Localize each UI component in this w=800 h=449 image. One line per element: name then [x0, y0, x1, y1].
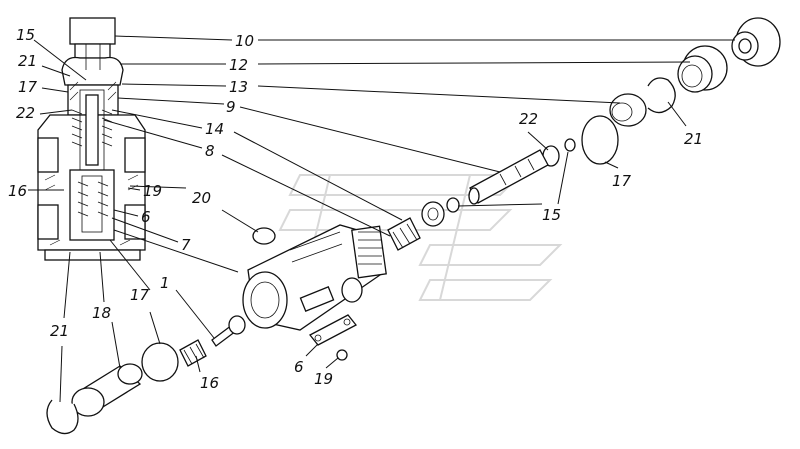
- part-ring-17-right: [581, 115, 619, 165]
- callout-19-lower: 19: [314, 370, 333, 388]
- callout-12: 12: [229, 56, 248, 74]
- part-sleeve-18: [71, 363, 143, 417]
- callout-22-right: 22: [519, 110, 538, 128]
- callout-17-left: 17: [18, 78, 38, 96]
- callout-13: 13: [229, 78, 248, 96]
- callout-17-lower: 17: [130, 286, 150, 304]
- part-ring-17-left: [141, 342, 179, 382]
- exploded-parts: [46, 17, 781, 435]
- section-view: [37, 17, 146, 261]
- part-circlip-21-bottom: [46, 399, 79, 435]
- callout-19-left: 19: [143, 182, 162, 200]
- part-stem-1: [211, 315, 246, 347]
- callout-1: 1: [160, 274, 170, 292]
- callout-16-lower: 16: [200, 374, 219, 392]
- part-body-7: [242, 224, 387, 331]
- callout-21-lower: 21: [50, 322, 69, 340]
- callout-6-left: 6: [141, 208, 151, 226]
- part-ring-22-b: [564, 138, 576, 152]
- callout-7: 7: [181, 236, 191, 254]
- callout-15-left: 15: [16, 26, 35, 44]
- callout-17-right: 17: [612, 172, 632, 190]
- callout-22-left: 22: [16, 104, 35, 122]
- part-cap-10: [731, 17, 781, 67]
- callout-8: 8: [205, 142, 215, 160]
- part-plug-20: [252, 227, 276, 245]
- callout-15-right: 15: [542, 206, 561, 224]
- callout-18: 18: [92, 304, 111, 322]
- callout-labels: 10 12 13 9 14 8 15 21 17 22 16 19 6 20 7…: [8, 26, 703, 392]
- part-rod-9: [468, 149, 549, 205]
- part-washer-15: [421, 197, 460, 227]
- part-screw-19: [336, 349, 348, 361]
- part-seal-13: [609, 93, 647, 127]
- part-gasket-6: [309, 314, 357, 346]
- part-circlip-21-top: [647, 77, 676, 114]
- part-spring-16: [179, 339, 207, 367]
- part-boot-12: [677, 45, 728, 93]
- callout-6-lower: 6: [294, 358, 304, 376]
- callout-21-left: 21: [18, 52, 37, 70]
- part-spring-14: [387, 217, 421, 251]
- callout-21-right: 21: [684, 130, 703, 148]
- callout-16-left: 16: [8, 182, 27, 200]
- callout-14: 14: [205, 120, 224, 138]
- callout-10: 10: [235, 32, 254, 50]
- callout-9: 9: [226, 98, 236, 116]
- leader-lines: [28, 35, 735, 403]
- callout-20: 20: [192, 189, 211, 207]
